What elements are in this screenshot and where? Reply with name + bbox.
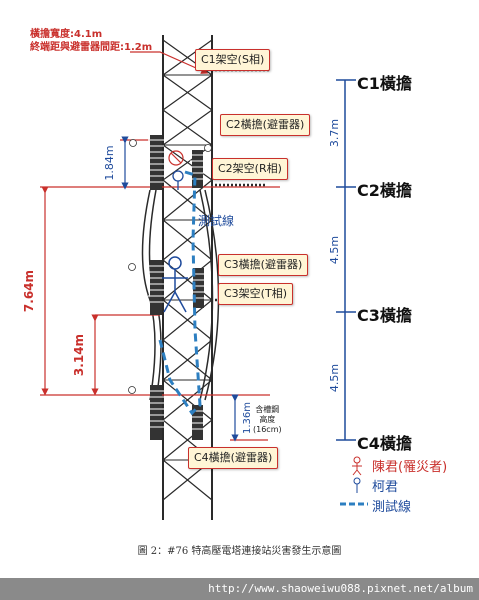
tag-c3-overhead-t: C3架空(T相): [218, 283, 293, 305]
level-c2-label: C2橫擔: [357, 181, 412, 200]
insulator-c2-left: [148, 135, 164, 190]
tag-c4-crossarm-arrester: C4橫擔(避雷器): [188, 447, 279, 469]
tag-c1-overhead-s: C1架空(S相): [195, 49, 271, 71]
legend-ke-icon: [353, 477, 361, 493]
legend-victim-icon: [352, 456, 362, 476]
level-c4-label: C4橫擔: [357, 434, 412, 453]
right-axis: [336, 79, 356, 441]
tag-c2-overhead-r: C2架空(R相): [212, 158, 288, 180]
crossarm-width-label: 橫擔寬度:4.1m: [30, 29, 103, 40]
legend-test-line-label: 測試線: [372, 500, 412, 515]
insulator-c3-right: [191, 268, 206, 308]
note-line-2: 高度: [259, 415, 276, 424]
terminal-distance-label: 終端距與避雷器間距:1.2m: [30, 42, 153, 53]
tag-c3-crossarm-arrester: C3橫擔(避雷器): [218, 254, 309, 276]
dim-4-5-a-label: 4.5m: [328, 236, 341, 264]
figure-caption: 圖 2：#76 特高壓電塔連接站災害發生示意圖: [137, 546, 342, 557]
ke-figure: [168, 150, 184, 166]
test-line-label: 測試線: [198, 214, 235, 228]
channel-steel-note: 含槽鋼 高度 (16cm): [253, 405, 282, 435]
insulator-c4-right: [190, 405, 205, 440]
insulator-c3-left: [148, 260, 164, 315]
source-url-bar: http://www.shaoweiwu088.pixnet.net/album: [0, 578, 479, 600]
c1-pointer-line: [130, 51, 209, 74]
dim-7-64-label: 7.64m: [22, 270, 36, 312]
insulator-c2-right: [190, 150, 205, 188]
dim-3-14-label: 3.14m: [72, 334, 86, 376]
blue-small-figure: [172, 170, 184, 190]
victim-figure: [162, 256, 188, 313]
insulator-c4-left: [148, 385, 164, 440]
legend-victim-label: 陳君(罹災者): [372, 460, 448, 475]
dim-1-84-label: 1.84m: [103, 145, 116, 180]
level-c3-label: C3橫擔: [357, 306, 412, 325]
dim-4-5-b-label: 4.5m: [328, 364, 341, 392]
dim-1-36-label: 1.36m: [242, 402, 253, 434]
legend-ke-label: 柯君: [372, 480, 399, 495]
circle-markers: [128, 139, 212, 394]
dim-3-7-label: 3.7m: [328, 119, 341, 147]
note-line-1: 含槽鋼: [255, 405, 280, 414]
tag-c2-crossarm-arrester: C2橫擔(避雷器): [220, 114, 311, 136]
note-line-3: (16cm): [253, 425, 282, 434]
level-c1-label: C1橫擔: [357, 74, 412, 93]
